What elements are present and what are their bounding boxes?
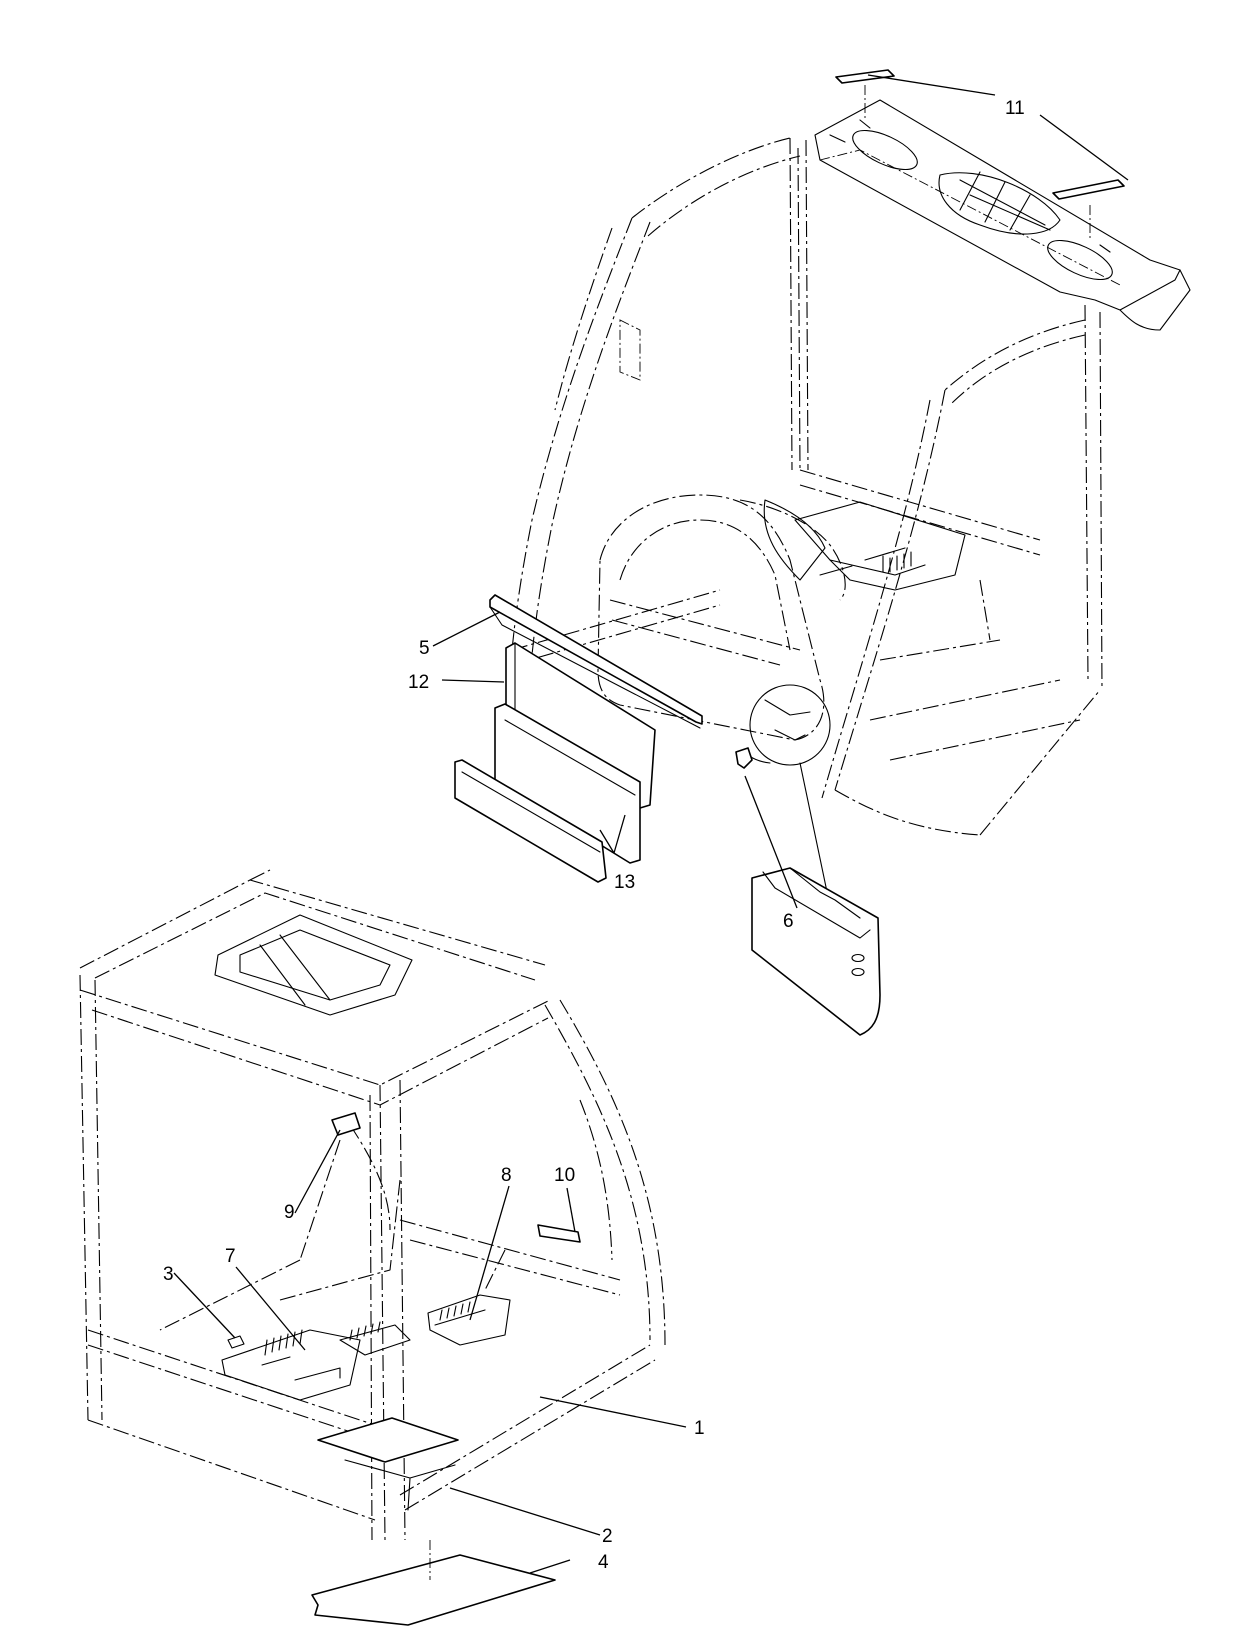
callout-13: 13 <box>614 872 635 893</box>
part-11-strip-top <box>835 69 895 120</box>
lower-roof-hatch <box>214 914 413 1016</box>
part-5-trim-rail <box>489 594 703 729</box>
callout-3: 3 <box>163 1264 174 1285</box>
callout-12: 12 <box>408 672 429 693</box>
roof-panel <box>814 99 1191 331</box>
callout-4: 4 <box>598 1552 609 1573</box>
upper-cab-frame <box>511 137 1103 836</box>
floor-plate-8 <box>427 1294 511 1346</box>
callout-labels: 11 5 12 6 13 8 10 9 7 3 1 2 4 <box>163 98 1025 1573</box>
callout-2: 2 <box>602 1526 613 1547</box>
callout-8: 8 <box>501 1165 512 1186</box>
floor-plate-center <box>339 1321 411 1356</box>
callout-10: 10 <box>554 1165 575 1186</box>
part-2-floor-mat <box>317 1417 459 1511</box>
callout-5: 5 <box>419 638 430 659</box>
lower-cab-frame <box>79 869 666 1541</box>
seat-assembly <box>597 494 846 741</box>
leader-lines <box>173 74 1129 1574</box>
callout-1: 1 <box>694 1418 705 1439</box>
part-9-bracket <box>331 1112 361 1136</box>
callout-7: 7 <box>225 1246 236 1267</box>
callout-9: 9 <box>284 1202 295 1223</box>
callout-11: 11 <box>1005 98 1025 119</box>
callout-6: 6 <box>783 911 794 932</box>
floor-plate-7 <box>221 1329 361 1401</box>
part-10-bracket <box>537 1224 581 1243</box>
part-6-clip <box>735 747 753 769</box>
part-4-floor-mat <box>311 1540 556 1626</box>
seat-side-panel <box>751 867 881 1036</box>
part-11-strip-right <box>1052 179 1125 240</box>
upper-floor-plate <box>794 501 966 591</box>
part-13-panel-outer <box>454 759 607 883</box>
part-3-bracket <box>227 1335 245 1349</box>
